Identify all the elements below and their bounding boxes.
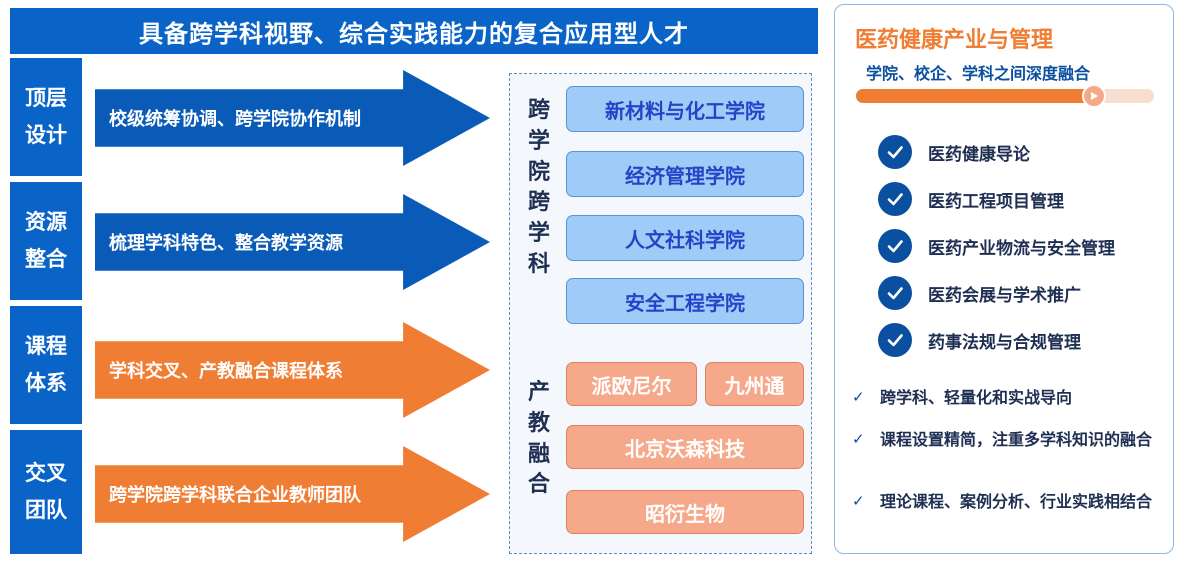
- page-title: 具备跨学科视野、综合实践能力的复合应用型人才: [139, 19, 689, 48]
- row-label-resource: 资源整合: [10, 182, 82, 300]
- program-title: 医药健康产业与管理: [855, 28, 1054, 53]
- page-title-banner: 具备跨学科视野、综合实践能力的复合应用型人才: [10, 8, 818, 54]
- arrow-resource: 梳理学科特色、整合教学资源: [95, 194, 490, 290]
- feature-text: 跨学科、轻量化和实战导向: [880, 388, 1073, 407]
- arrow-top-design: 校级统筹协调、跨学院协作机制: [95, 70, 490, 166]
- row-label-text: 课程体系: [25, 334, 67, 395]
- course-item: 医药产业物流与安全管理: [878, 228, 1115, 264]
- vertical-label-char: 合: [527, 472, 550, 498]
- course-item: 药事法规与合规管理: [878, 322, 1081, 358]
- college-name: 新材料与化工学院: [605, 98, 765, 123]
- vertical-label-char: 跨: [527, 98, 550, 123]
- feature-item: ✓ 跨学科、轻量化和实战导向: [852, 386, 1164, 410]
- arrow-text: 学科交叉、产教融合课程体系: [109, 361, 343, 382]
- course-name: 医药会展与学术推广: [928, 285, 1081, 306]
- feature-text: 课程设置精简，注重多学科知识的融合: [880, 430, 1153, 449]
- course-name: 药事法规与合规管理: [928, 332, 1081, 353]
- course-item: 医药健康导论: [878, 134, 1030, 170]
- check-circle-icon: [878, 276, 912, 310]
- course-item: 医药会展与学术推广: [878, 275, 1081, 311]
- partner-name: 昭衍生物: [645, 501, 725, 526]
- industry-label: 产教融合: [522, 378, 556, 501]
- feature-item: ✓ 课程设置精简，注重多学科知识的融合: [852, 428, 1164, 452]
- vertical-label-char: 学: [527, 128, 550, 154]
- arrow-text: 校级统筹协调、跨学院协作机制: [109, 109, 361, 130]
- college-name: 经济管理学院: [625, 163, 745, 188]
- check-icon: ✓: [852, 492, 865, 510]
- arrow-team: 跨学院跨学科联合企业教师团队: [95, 446, 490, 542]
- course-name: 医药工程项目管理: [928, 191, 1064, 212]
- partner-box: 昭衍生物: [566, 490, 804, 534]
- program-subtitle: 学院、校企、学科之间深度融合: [866, 64, 1091, 83]
- partner-box: 派欧尼尔: [566, 362, 697, 406]
- check-circle-icon: [878, 323, 912, 357]
- progress-fill: [856, 89, 1094, 103]
- arrow-text: 跨学院跨学科联合企业教师团队: [109, 485, 361, 506]
- partner-box: 北京沃森科技: [566, 425, 804, 469]
- check-circle-icon: [878, 182, 912, 216]
- course-item: 医药工程项目管理: [878, 181, 1064, 217]
- college-box: 经济管理学院: [566, 151, 804, 197]
- row-label-top-design: 顶层设计: [10, 58, 82, 176]
- row-label-text: 资源整合: [25, 210, 67, 271]
- check-circle-icon: [878, 229, 912, 263]
- vertical-label-char: 学: [527, 221, 550, 247]
- feature-item: ✓ 理论课程、案例分析、行业实践相结合: [852, 490, 1164, 514]
- feature-text: 理论课程、案例分析、行业实践相结合: [880, 492, 1153, 511]
- vertical-label-char: 院: [527, 159, 550, 185]
- partner-box: 九州通: [705, 362, 804, 406]
- college-box: 新材料与化工学院: [566, 86, 804, 132]
- course-name: 医药健康导论: [928, 144, 1030, 165]
- arrow-text: 梳理学科特色、整合教学资源: [109, 233, 343, 254]
- college-name: 人文社科学院: [625, 227, 745, 252]
- cross-college-label: 跨学院跨学科: [522, 96, 556, 281]
- check-circle-icon: [878, 135, 912, 169]
- row-label-team: 交叉团队: [10, 430, 82, 554]
- row-label-text: 交叉团队: [25, 461, 67, 522]
- partner-name: 九州通: [724, 373, 785, 398]
- college-box: 人文社科学院: [566, 215, 804, 261]
- college-box: 安全工程学院: [566, 278, 804, 324]
- row-label-text: 顶层设计: [25, 86, 67, 147]
- vertical-label-char: 产: [527, 380, 550, 405]
- play-icon: [1082, 84, 1106, 108]
- college-name: 安全工程学院: [625, 290, 745, 315]
- vertical-label-char: 融: [527, 441, 550, 467]
- check-icon: ✓: [852, 388, 865, 406]
- partner-name: 派欧尼尔: [591, 373, 672, 398]
- arrow-curriculum: 学科交叉、产教融合课程体系: [95, 322, 490, 418]
- course-name: 医药产业物流与安全管理: [928, 238, 1115, 259]
- row-label-curriculum: 课程体系: [10, 306, 82, 424]
- vertical-label-char: 跨: [527, 190, 550, 216]
- vertical-label-char: 教: [527, 410, 550, 436]
- check-icon: ✓: [852, 430, 865, 448]
- vertical-label-char: 科: [527, 251, 550, 277]
- partner-name: 北京沃森科技: [625, 436, 745, 461]
